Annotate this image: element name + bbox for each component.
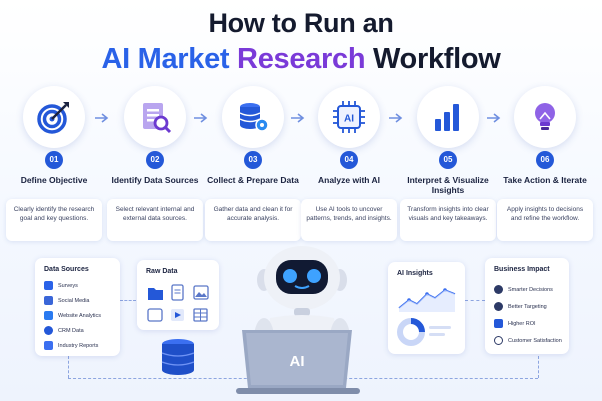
step-description: Select relevant internal and external da… (107, 199, 203, 241)
lightbulb-icon (514, 86, 576, 148)
list-item: Industry Reports (44, 341, 98, 350)
step-title: Collect & Prepare Data (207, 175, 299, 185)
arrow-right-icon (291, 113, 305, 123)
raw-data-title: Raw Data (146, 268, 178, 275)
step-number: 04 (340, 151, 358, 169)
laptop-label: AI (290, 353, 305, 370)
business-impact-card: Business Impact Smarter Decisions Better… (485, 258, 569, 354)
step-title: Identify Data Sources (111, 175, 199, 185)
page-title-line2: AI Market Research Workflow (0, 43, 602, 76)
arrow-right-icon (389, 113, 403, 123)
step-number: 03 (244, 151, 262, 169)
ai-insights-card: AI Insights (388, 262, 465, 354)
step-description: Transform insights into clear visuals an… (400, 199, 496, 241)
step-number: 05 (439, 151, 457, 169)
brain-icon (494, 285, 503, 294)
bar-chart-icon (417, 86, 479, 148)
step-title: Define Objective (20, 175, 88, 185)
step-description: Use AI tools to uncover patterns, trends… (301, 199, 397, 241)
step-description: Apply insights to decisions and refine t… (497, 199, 593, 241)
step-number: 01 (45, 151, 63, 169)
data-sources-title: Data Sources (44, 266, 89, 273)
target-small-icon (494, 302, 503, 311)
list-item: Smarter Decisions (494, 285, 553, 294)
insights-chart-icon (397, 288, 456, 346)
list-item: Higher ROI (494, 319, 536, 328)
step-5: 05 Interpret & Visualize Insights Transf… (400, 86, 496, 241)
list-item: Better Targeting (494, 302, 547, 311)
step-description: Gather data and clean it for accurate an… (205, 199, 301, 241)
title-workflow: Workflow (373, 43, 501, 75)
data-sources-card: Data Sources Surveys Social Media Websit… (35, 258, 120, 356)
database-icon (161, 339, 195, 375)
arrow-right-icon (194, 113, 208, 123)
business-impact-title: Business Impact (494, 266, 550, 273)
title-ai-market: AI Market (101, 43, 230, 75)
list-item: Social Media (44, 296, 90, 305)
list-item: Customer Satisfaction (494, 336, 562, 345)
step-3: 03 Collect & Prepare Data Gather data an… (205, 86, 301, 241)
thumbs-up-icon (44, 296, 53, 305)
step-2: 02 Identify Data Sources Select relevant… (107, 86, 203, 241)
step-number: 02 (146, 151, 164, 169)
target-icon (23, 86, 85, 148)
connector-line (465, 300, 485, 302)
connector-line (68, 356, 70, 378)
page-title-line1: How to Run an (208, 8, 394, 38)
step-1: 01 Define Objective Clearly identify the… (6, 86, 102, 241)
ai-chip-icon: AI (318, 86, 380, 148)
raw-data-card: Raw Data (137, 260, 219, 330)
report-icon (44, 341, 53, 350)
step-title: Interpret & Visualize Insights (407, 175, 489, 195)
ai-insights-title: AI Insights (397, 270, 433, 277)
list-item: CRM Data (44, 326, 84, 335)
document-search-icon (124, 86, 186, 148)
step-6: 06 Take Action & Iterate Apply insights … (497, 86, 593, 241)
smiley-icon (494, 336, 503, 345)
robot-illustration: AI (236, 246, 360, 394)
svg-text:AI: AI (344, 114, 354, 125)
step-title: Analyze with AI (317, 175, 381, 185)
list-item: Website Analytics (44, 311, 101, 320)
title-research: Research (237, 43, 366, 75)
arrow-right-icon (487, 113, 501, 123)
step-description: Clearly identify the research goal and k… (6, 199, 102, 241)
survey-icon (44, 281, 53, 290)
list-item: Surveys (44, 281, 78, 290)
users-icon (44, 326, 53, 335)
step-number: 06 (536, 151, 554, 169)
browser-icon (44, 311, 53, 320)
connector-line (538, 356, 540, 378)
database-gear-icon (222, 86, 284, 148)
bar-chart-small-icon (494, 319, 503, 328)
raw-data-files-icon (147, 284, 209, 322)
step-4: AI 04 Analyze with AI Use AI tools to un… (301, 86, 397, 241)
step-title: Take Action & Iterate (503, 175, 587, 185)
connector-line (120, 300, 136, 302)
arrow-right-icon (95, 113, 109, 123)
